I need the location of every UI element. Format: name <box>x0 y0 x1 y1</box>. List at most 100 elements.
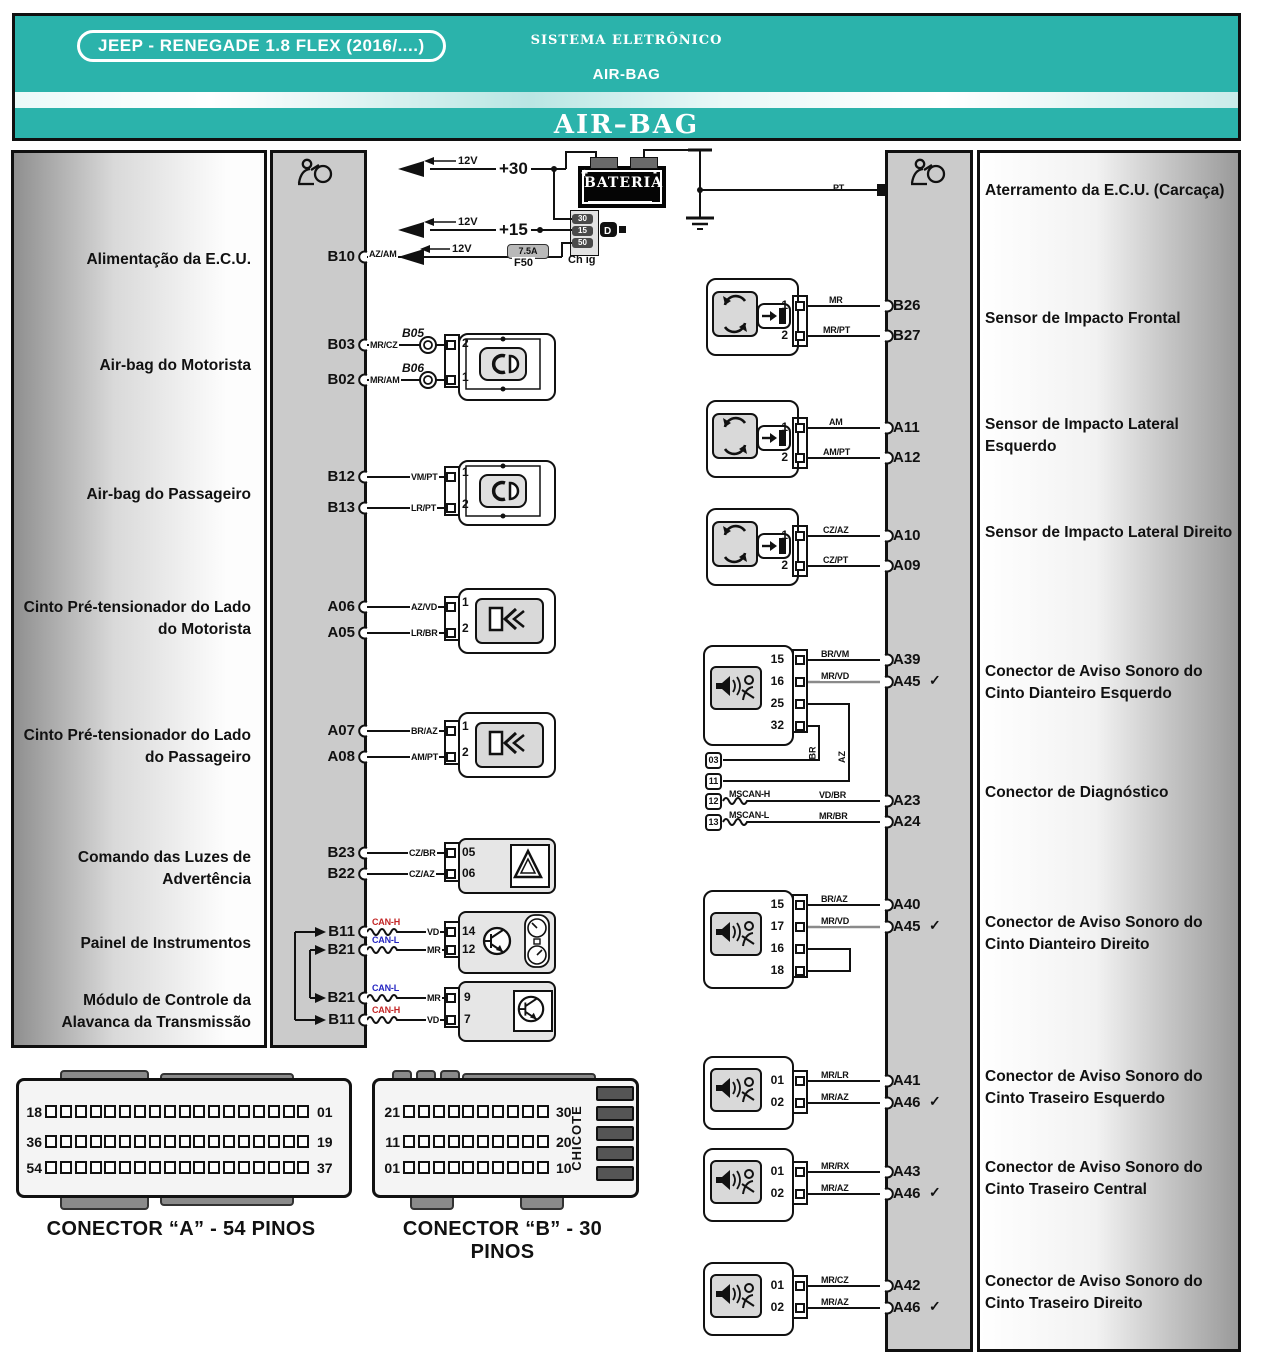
fuse-name: F50 <box>512 257 535 269</box>
ecu-strip-right <box>885 150 973 1352</box>
gauges-icon <box>524 914 550 968</box>
connector-a-pin-row <box>45 1161 312 1174</box>
ecu-pin: A46 <box>893 1094 921 1111</box>
ecu-strip-left <box>270 150 367 1048</box>
subsystem-title: AIR-BAG <box>592 66 661 83</box>
connector-a-title: CONECTOR “A” - 54 PINOS <box>46 1218 316 1240</box>
ecu-pin: A08 <box>327 748 355 765</box>
ecu-pin: A23 <box>893 792 921 809</box>
component-pin-number: 14 <box>462 924 476 938</box>
harness-bar <box>596 1146 634 1161</box>
connector-b-pin-row <box>403 1161 551 1174</box>
wire-label: AM/PT <box>410 752 439 762</box>
airbag-icon <box>297 158 333 186</box>
right-label-belt-rear-center: Conector de Aviso Sonoro do Cinto Trasei… <box>985 1159 1203 1198</box>
component-pin-number: 2 <box>462 621 469 635</box>
ecu-pin: B12 <box>327 468 355 485</box>
wire-label: VD <box>426 1015 441 1025</box>
battery: BATERIA <box>578 166 666 208</box>
airbag-squib-icon <box>479 474 527 508</box>
component-pin-number: 02 <box>770 1300 784 1314</box>
wire-label: MR/CZ <box>820 1275 850 1285</box>
diagnostic-pin: 11 <box>705 773 722 790</box>
ecu-pin: A10 <box>893 527 921 544</box>
wire-label: AM <box>828 417 844 427</box>
ecu-pin: B21 <box>327 941 355 958</box>
left-label-driver-airbag: Air-bag do Motorista <box>99 357 251 374</box>
wire-label: MR/AZ <box>820 1297 850 1307</box>
diagnostic-pin: 13 <box>705 814 722 831</box>
pretensioner-icon-box <box>475 722 544 768</box>
component-pin-number: 16 <box>770 941 784 955</box>
component-pin-number: 2 <box>462 497 469 511</box>
check-mark: ✓ <box>929 1093 941 1109</box>
ecu-pin: B10 <box>327 248 355 265</box>
belt-chime-icon <box>710 1274 762 1318</box>
wire-label: VD/BR <box>818 790 848 800</box>
wire-label: MR/LR <box>820 1070 850 1080</box>
header: JEEP - RENEGADE 1.8 FLEX (2016/....) SIS… <box>12 13 1241 141</box>
bus-label-can-l: CAN-L <box>372 983 399 993</box>
component-pin-number: 1 <box>462 719 469 733</box>
ecu-pin: B11 <box>328 923 355 940</box>
component-pin-number: 15 <box>770 897 784 911</box>
ignition-key-icon: D <box>600 222 626 237</box>
connector-b-pin-row <box>403 1105 551 1118</box>
pin-row-label: 30 <box>556 1104 572 1120</box>
ecu-pin: A46 <box>893 1185 921 1202</box>
ecu-pin: A39 <box>893 651 921 668</box>
voltage-label: 12V <box>452 243 472 255</box>
component-pin-number: 2 <box>781 450 788 464</box>
ecu-pin: B22 <box>327 865 355 882</box>
ecu-pin: A43 <box>893 1163 921 1180</box>
connector-b-title: CONECTOR “B” - 30 PINOS <box>402 1218 603 1263</box>
tap-wire-label: BR <box>807 746 818 760</box>
wire-label: AZ/VD <box>410 602 439 612</box>
component-pin-number: 1 <box>462 595 469 609</box>
pin-row-label: 19 <box>317 1134 333 1150</box>
ecu-pin: A41 <box>893 1072 921 1089</box>
component-pin-number: 01 <box>770 1164 784 1178</box>
battery-terminal-negative <box>630 157 658 169</box>
bus-label-can-h: CAN-H <box>372 917 400 927</box>
transistor-icon <box>482 926 512 956</box>
clockspring-connector-label: B05 <box>402 326 425 340</box>
belt-chime-icon <box>710 1068 762 1112</box>
component-pin-number: 2 <box>781 558 788 572</box>
voltage-label: 12V <box>458 216 478 228</box>
svg-text:D: D <box>604 226 611 237</box>
ignition-terminal-15: 15 <box>572 226 593 236</box>
ecu-pin: A12 <box>893 449 921 466</box>
right-label-panel <box>977 150 1241 1352</box>
ecu-pin: B26 <box>893 297 921 314</box>
airbag-icon <box>910 158 946 186</box>
impact-sensor-icon <box>712 413 758 459</box>
wire-label: BR/AZ <box>410 726 439 736</box>
acceleration-icon <box>757 425 791 451</box>
wire-label: MR/VD <box>820 671 850 681</box>
ecu-pin: A05 <box>327 624 355 641</box>
wire-label: MR/BR <box>818 811 849 821</box>
component-pin-number: 06 <box>462 866 476 880</box>
header-stripe <box>15 92 1238 108</box>
harness-bar <box>596 1126 634 1141</box>
ecu-pin: B23 <box>327 844 355 861</box>
left-label-hazard-switch: Comando das Luzes de Advertência <box>77 849 251 888</box>
wire-label: BR/AZ <box>820 894 849 904</box>
component-pin-number: 25 <box>770 696 784 710</box>
pin-row-label: 37 <box>317 1160 333 1176</box>
ecu-pin: B11 <box>328 1011 355 1028</box>
wire-label: MR/PT <box>822 325 851 335</box>
acceleration-icon <box>757 533 791 559</box>
battery-label: BATERIA <box>582 170 662 204</box>
wire-label: MR <box>426 993 442 1003</box>
component-pin-number: 17 <box>770 919 784 933</box>
battery-terminal-positive <box>590 157 618 169</box>
ecu-pin: A11 <box>893 419 920 436</box>
hazard-triangle-icon <box>512 848 544 879</box>
right-label-left-impact: Sensor de Impacto Lateral Esquerdo <box>985 416 1179 455</box>
system-title: SISTEMA ELETRÔNICO <box>530 33 723 48</box>
belt-chime-icon <box>710 1160 762 1204</box>
component-pin-number: 01 <box>770 1278 784 1292</box>
belt-chime-icon <box>710 666 762 710</box>
